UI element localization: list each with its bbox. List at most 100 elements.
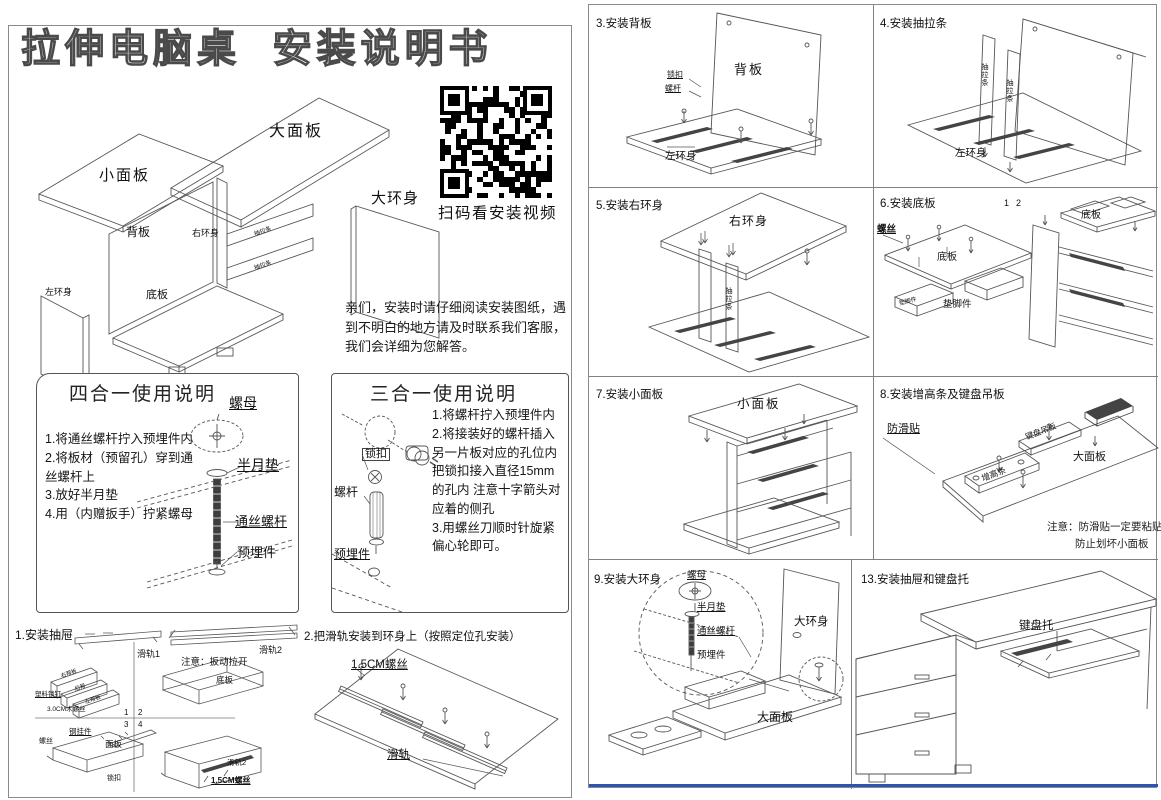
qr-finder-bl: [440, 169, 469, 198]
step6-number-2: 2: [1016, 198, 1022, 208]
qr-module: [466, 118, 472, 124]
qr-module: [520, 91, 526, 97]
qr-module: [488, 139, 494, 145]
step4-left-body-label: 左环身: [955, 147, 987, 159]
qr-module: [525, 155, 531, 161]
three-in-one-box: 三合一使用说明 1.将螺杆拧入预埋件内 2.将接装好的螺杆插入另一片板对应的孔位…: [331, 373, 569, 613]
qr-module: [445, 123, 451, 129]
qr-module: [477, 139, 483, 145]
qr-module: [450, 118, 456, 124]
qr-module: [482, 144, 488, 150]
step8-note-line1: 注意：防滑贴一定要粘贴: [1047, 521, 1161, 533]
qr-module: [525, 118, 531, 124]
step8-drawing: [882, 398, 1159, 523]
step5-cell: 5.安装右环身 右环身 抽拉条: [589, 187, 873, 376]
qr-module: [525, 160, 531, 166]
qr-module: [461, 118, 467, 124]
qr-module: [493, 139, 499, 145]
qr-module: [520, 192, 526, 198]
qr-module: [514, 134, 520, 140]
embedded-nut-label: 预埋件: [237, 545, 277, 560]
qr-module: [536, 118, 542, 124]
qr-module: [520, 128, 526, 134]
step8-antislip-label: 防滑贴: [887, 423, 920, 435]
qr-module: [488, 96, 494, 102]
qr-module: [514, 102, 520, 108]
qr-module: [456, 123, 462, 129]
qr-module: [461, 112, 467, 118]
threaded-rod-label: 通丝螺杆: [235, 514, 288, 529]
qr-module: [450, 144, 456, 150]
qr-module: [504, 112, 510, 118]
qr-module: [514, 91, 520, 97]
qr-module: [498, 150, 504, 156]
quadrant-3-number: 3: [124, 720, 129, 729]
qr-module: [493, 166, 499, 172]
qr-module: [525, 139, 531, 145]
qr-module: [536, 160, 542, 166]
qr-module: [546, 123, 552, 129]
exploded-view-drawing: [37, 97, 440, 397]
qr-module: [456, 150, 462, 156]
qr-module: [520, 150, 526, 156]
qr-module: [466, 91, 472, 97]
qr-module: [509, 182, 515, 188]
exploded-back-panel-label: 背板: [126, 225, 151, 239]
qr-caption: 扫码看安装视频: [438, 205, 558, 222]
qr-module: [482, 128, 488, 134]
rail2-label: 滑轨2: [259, 645, 283, 655]
qr-module: [514, 96, 520, 102]
qr-region: 扫码看安装视频: [438, 86, 570, 228]
qr-module: [477, 112, 483, 118]
qr-module: [493, 182, 499, 188]
step6-bottom-panel-a-label: 底板: [937, 252, 957, 263]
qr-module: [530, 192, 536, 198]
qr-module: [466, 86, 472, 92]
qr-module: [541, 192, 547, 198]
qr-module: [525, 144, 531, 150]
qr-module: [477, 123, 483, 129]
qr-module: [498, 96, 504, 102]
qr-module: [509, 150, 515, 156]
qr-module: [440, 123, 446, 129]
qr-module: [504, 134, 510, 140]
qr-module: [536, 176, 542, 182]
qr-module: [514, 86, 520, 92]
qr-module: [472, 166, 478, 172]
qr-module: [541, 171, 547, 177]
qr-module: [466, 187, 472, 193]
qr-module: [482, 86, 488, 92]
qr-module: [477, 91, 483, 97]
qr-module: [520, 107, 526, 113]
qr-module: [546, 139, 552, 145]
rail-install-section: 2.把滑轨安装到环身上（按照定位孔安装） 1.5CM螺丝 滑轨: [303, 624, 571, 796]
qr-module: [541, 160, 547, 166]
qr-module: [488, 123, 494, 129]
qr-module: [482, 96, 488, 102]
qr-module: [450, 160, 456, 166]
step9-half-moon-washer-label: 半月垫: [697, 602, 726, 613]
qr-module: [530, 187, 536, 193]
qr-module: [504, 128, 510, 134]
qr-module: [504, 123, 510, 129]
step9-big-body-label: 大环身: [794, 616, 829, 628]
qr-module: [546, 134, 552, 140]
qr-module: [509, 171, 515, 177]
qr-module: [466, 150, 472, 156]
step8-title: 8.安装增高条及键盘吊板: [880, 389, 1005, 401]
qr-module: [520, 144, 526, 150]
qr-module: [541, 144, 547, 150]
front-panel-label: 面板: [105, 739, 123, 749]
step9-embedded-nut-label: 预埋件: [697, 650, 726, 661]
qr-module: [488, 171, 494, 177]
qr-module: [520, 139, 526, 145]
qr-module: [466, 192, 472, 198]
qr-module: [509, 123, 515, 129]
qr-module: [530, 182, 536, 188]
qr-module: [482, 123, 488, 129]
qr-module: [498, 166, 504, 172]
three-in-one-step-1: 1.将螺杆拧入预埋件内: [432, 408, 555, 422]
qr-module: [536, 144, 542, 150]
qr-module: [530, 112, 536, 118]
step5-title: 5.安装右环身: [596, 200, 664, 212]
